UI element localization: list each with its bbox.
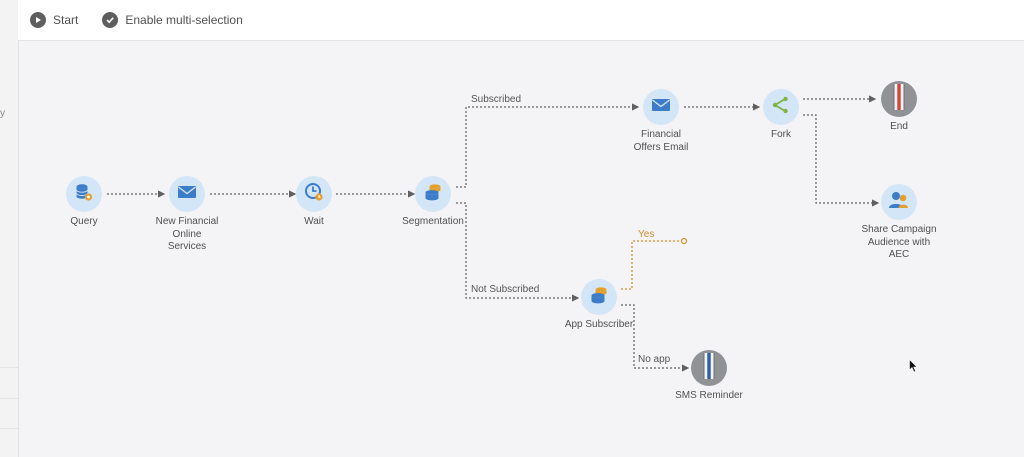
segmentation-activity[interactable] xyxy=(415,176,451,212)
sms-reminder-activity[interactable] xyxy=(691,350,727,386)
end-label: End xyxy=(890,121,908,132)
query-label: Query xyxy=(70,216,98,227)
audience-share-icon xyxy=(888,190,910,215)
left-panel-edge: y xyxy=(0,0,19,457)
checkmark-icon xyxy=(102,12,119,28)
wait-activity[interactable] xyxy=(296,176,332,212)
edge-label-not-subscribed: Not Subscribed xyxy=(471,284,540,295)
sms-reminder-label: SMS Reminder xyxy=(675,390,743,401)
edge-label-no-app: No app xyxy=(638,354,671,365)
yes-open-endpoint xyxy=(680,237,688,245)
edge-label-yes: Yes xyxy=(638,229,655,240)
new-financial-label: New Financial Online Services xyxy=(155,216,219,252)
query-activity[interactable] xyxy=(66,176,102,212)
fork-activity[interactable] xyxy=(763,89,799,125)
enable-multi-selection-button[interactable]: Enable multi-selection xyxy=(102,12,243,28)
share-audience-aec-label: Share Campaign Audience with AEC xyxy=(861,224,937,260)
workflow-canvas[interactable]: Subscribed Not Subscribed Yes No app Que… xyxy=(18,41,1024,457)
left-panel-divider xyxy=(0,367,18,368)
link-not-subscribed xyxy=(456,202,580,302)
app-subscriber-icon xyxy=(589,285,609,310)
play-icon xyxy=(30,12,46,28)
edge-label-subscribed: Subscribed xyxy=(471,94,522,105)
end-icon xyxy=(887,83,911,116)
new-financial-email-activity[interactable] xyxy=(169,176,205,212)
link-yes xyxy=(621,240,680,290)
segmentation-icon xyxy=(423,182,443,207)
fork-icon xyxy=(771,95,791,120)
mouse-cursor-icon xyxy=(909,358,918,378)
app-subscriber-label: App Subscriber xyxy=(564,319,634,330)
envelope-icon xyxy=(177,184,197,205)
link-fork-to-share xyxy=(803,114,880,207)
database-query-icon xyxy=(74,182,94,207)
financial-offers-email-label: Financial Offers Email xyxy=(633,129,689,153)
workflow-connections xyxy=(107,95,880,372)
end-icon xyxy=(697,352,721,385)
start-label: Start xyxy=(53,13,79,27)
link-no-app xyxy=(621,304,690,372)
start-button[interactable]: Start xyxy=(30,12,78,28)
financial-offers-email-activity[interactable] xyxy=(643,89,679,125)
fork-label: Fork xyxy=(771,129,791,140)
share-audience-aec-activity[interactable] xyxy=(881,184,917,220)
left-panel-text-fragment: y xyxy=(0,108,5,119)
link-subscribed xyxy=(456,103,640,188)
clock-icon xyxy=(304,182,324,207)
workflow-toolbar: Start Enable multi-selection xyxy=(18,0,1024,41)
segmentation-label: Segmentation xyxy=(402,216,464,227)
left-panel-divider xyxy=(0,428,18,429)
envelope-icon xyxy=(651,97,671,118)
multi-selection-label: Enable multi-selection xyxy=(125,13,243,27)
wait-label: Wait xyxy=(304,216,324,227)
end-activity[interactable] xyxy=(881,81,917,117)
app-subscriber-activity[interactable] xyxy=(581,279,617,315)
left-panel-divider xyxy=(0,398,18,399)
